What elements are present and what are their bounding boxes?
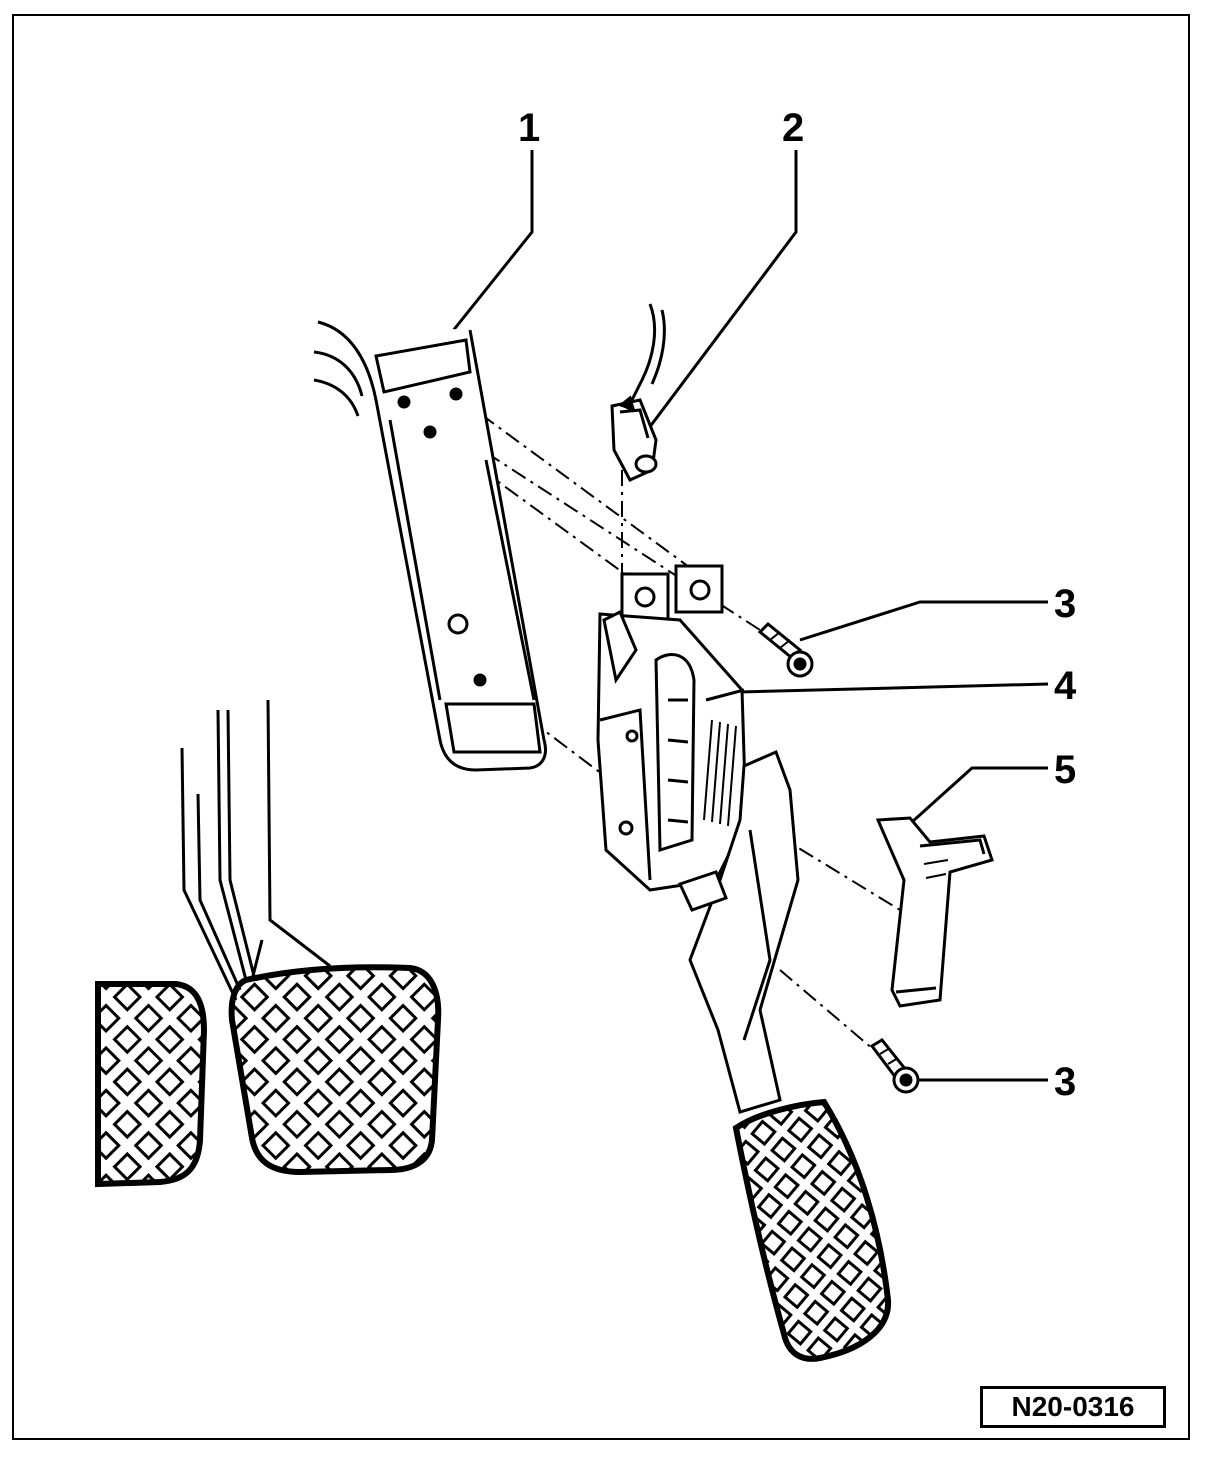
clutch-pedal	[180, 747, 242, 1001]
callout-3-upper: 3	[1054, 582, 1077, 626]
callout-3-lower: 3	[1054, 1060, 1077, 1104]
leader-2	[638, 150, 798, 441]
leader-lines	[418, 150, 1049, 1082]
connector-plug	[610, 303, 666, 482]
leader-5	[910, 766, 1048, 824]
screw-lower	[869, 1038, 920, 1094]
clutch-pedal-pad	[95, 981, 208, 1188]
accelerator-pedal-module	[596, 564, 800, 1114]
leader-3-upper	[799, 600, 1048, 642]
leader-4	[739, 682, 1049, 694]
callout-1: 1	[518, 106, 541, 150]
retaining-clip	[875, 816, 994, 1008]
brake-pedal-pad	[228, 964, 442, 1176]
callout-5: 5	[1054, 748, 1077, 792]
bracket-panel	[313, 320, 547, 772]
callout-4: 4	[1054, 664, 1077, 708]
callout-2: 2	[782, 106, 805, 150]
screw-upper	[757, 621, 814, 678]
brake-pedal	[216, 699, 331, 981]
leader-1	[418, 150, 534, 373]
figure-reference-label: N20-0316	[980, 1386, 1166, 1428]
